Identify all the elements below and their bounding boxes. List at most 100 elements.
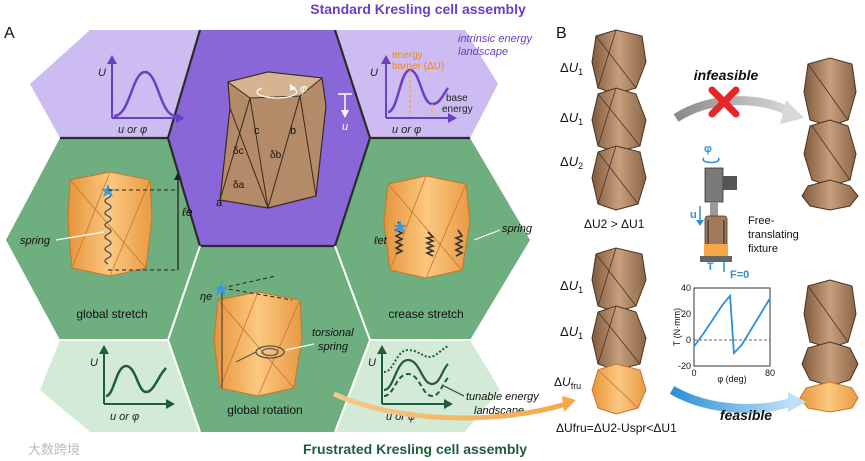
energy-plot-modified: U u or φ (90, 345, 175, 423)
kresling-cell-center: φ u a b c δc δb δa (216, 71, 352, 209)
label-spring-right: spring (502, 223, 533, 235)
hex-top-right (335, 30, 498, 138)
energy-plot-barrier: U u or φ energy barrier (ΔU) base energy… (370, 33, 533, 136)
chart-ylabel: T (N·mm) (672, 308, 682, 346)
chart-xlabel: φ (deg) (717, 374, 746, 384)
label-tunable-1: tunable energy (466, 391, 540, 403)
cross-icon (708, 86, 740, 118)
axis-U-bl: U (90, 357, 98, 369)
label-l-et: ℓet (373, 235, 388, 247)
data-point (733, 352, 735, 354)
label-spring-left: spring (20, 235, 51, 247)
axis-U-tr: U (370, 67, 378, 79)
stack-feasible-result (799, 279, 859, 413)
label-u-center: u (342, 121, 348, 133)
label-eta: ηe (200, 291, 212, 303)
axis-U-tl: U (98, 67, 106, 79)
hex-border-mid (167, 245, 201, 341)
label-intrinsic-2: landscape (458, 46, 508, 58)
hex-border-center (166, 29, 202, 139)
label-phi-fixture: φ (704, 143, 712, 155)
label-fixture-1: Free- (748, 215, 775, 227)
y-tick-label: 0 (686, 335, 691, 345)
label-dU1-d: ΔU1 (560, 324, 583, 341)
x-tick-label: 80 (765, 368, 775, 378)
cell-global-rotation: ηe torsional spring global rotation (200, 275, 354, 417)
axis-U-br: U (368, 357, 376, 369)
label-torsional-2: spring (318, 341, 349, 353)
label-delta-b: δb (270, 150, 282, 161)
arrow-to-frustrated (332, 391, 567, 421)
axis-x-bl: u or φ (110, 411, 139, 423)
label-global-rotation: global rotation (227, 403, 302, 417)
label-intrinsic-1: intrinsic energy (458, 33, 533, 45)
title-standard: Standard Kresling cell assembly (310, 1, 526, 17)
label-fixture-3: fixture (748, 243, 778, 255)
label-infeasible: infeasible (694, 67, 759, 83)
transition-infeasible: infeasible (673, 67, 804, 124)
label-dUfru: ΔUfru (554, 375, 581, 391)
label-delta-c: δc (233, 146, 244, 157)
axis-x-tl: u or φ (118, 124, 147, 136)
label-base-energy-1: base (446, 93, 468, 104)
label-dU-ineq: ΔU2 > ΔU1 (584, 217, 645, 231)
series-line (693, 293, 771, 356)
hex-bottom-left (40, 340, 200, 432)
label-energy-barrier-1: energy (392, 50, 423, 61)
label-F0: F=0 (730, 269, 749, 281)
data-point (721, 304, 724, 306)
label-base-energy-2: energy (442, 104, 473, 115)
label-crease-b: b (290, 125, 296, 137)
data-point (729, 295, 731, 297)
label-dU1-b: ΔU1 (560, 110, 583, 127)
label-torsional-1: torsional (312, 327, 354, 339)
watermark: 大数跨境 (28, 442, 80, 457)
label-dU2: ΔU2 (560, 154, 583, 171)
test-fixture: φ u T F=0 Free- translating fixture (690, 143, 799, 281)
arrow-to-frustrated-head (562, 396, 576, 412)
label-crease-stretch: crease stretch (388, 307, 463, 321)
label-phi-center: φ (300, 83, 307, 95)
label-energy-barrier-2: barrier (ΔU) (392, 61, 444, 72)
stack-standard: ΔU1 ΔU1 ΔU2 ΔU2 > ΔU1 (560, 29, 647, 231)
data-point (750, 328, 752, 331)
cell-crease-stretch: ℓet spring crease stretch (373, 175, 533, 321)
label-dU1-a: ΔU1 (560, 60, 583, 77)
label-T-fixture: T (707, 261, 714, 273)
cell-global-stretch: ℓe spring global stretch (20, 171, 193, 321)
data-point (693, 345, 695, 348)
label-crease-a: a (216, 197, 223, 209)
x-tick-label: 0 (691, 368, 696, 378)
hex-top-left (30, 30, 200, 138)
panel-a-label: A (4, 25, 15, 42)
label-dUfru-eq: ΔUfru=ΔU2-Uspr<ΔU1 (556, 421, 677, 435)
stack-frustrated: ΔU1 ΔU1 ΔUfru ΔUfru=ΔU2-Uspr<ΔU1 (554, 247, 677, 435)
data-point (702, 332, 705, 335)
label-feasible: feasible (720, 407, 772, 423)
y-tick-label: 40 (681, 283, 691, 293)
label-crease-c: c (254, 125, 260, 137)
stack-infeasible-result (801, 57, 859, 211)
data-point (740, 344, 743, 347)
label-global-stretch: global stretch (76, 307, 147, 321)
label-dU1-c: ΔU1 (560, 278, 583, 295)
label-fixture-2: translating (748, 229, 799, 241)
data-point (712, 318, 714, 321)
y-tick-label: -20 (678, 361, 691, 371)
hex-border-mid-r (334, 245, 371, 341)
axis-x-tr: u or φ (392, 124, 421, 136)
panel-b-label: B (556, 25, 567, 42)
hex-border-top (60, 136, 470, 248)
label-l-e: ℓe (182, 205, 193, 219)
energy-plot-intrinsic-simple: U u or φ (98, 55, 185, 136)
data-point (759, 313, 762, 315)
label-delta-a: δa (233, 180, 245, 191)
y-tick-label: 20 (681, 309, 691, 319)
transition-feasible: feasible (669, 386, 806, 423)
data-point (769, 297, 771, 300)
title-frustrated: Frustrated Kresling cell assembly (303, 441, 527, 457)
hex-border-center-r (333, 29, 372, 139)
label-u-fixture: u (690, 209, 697, 221)
